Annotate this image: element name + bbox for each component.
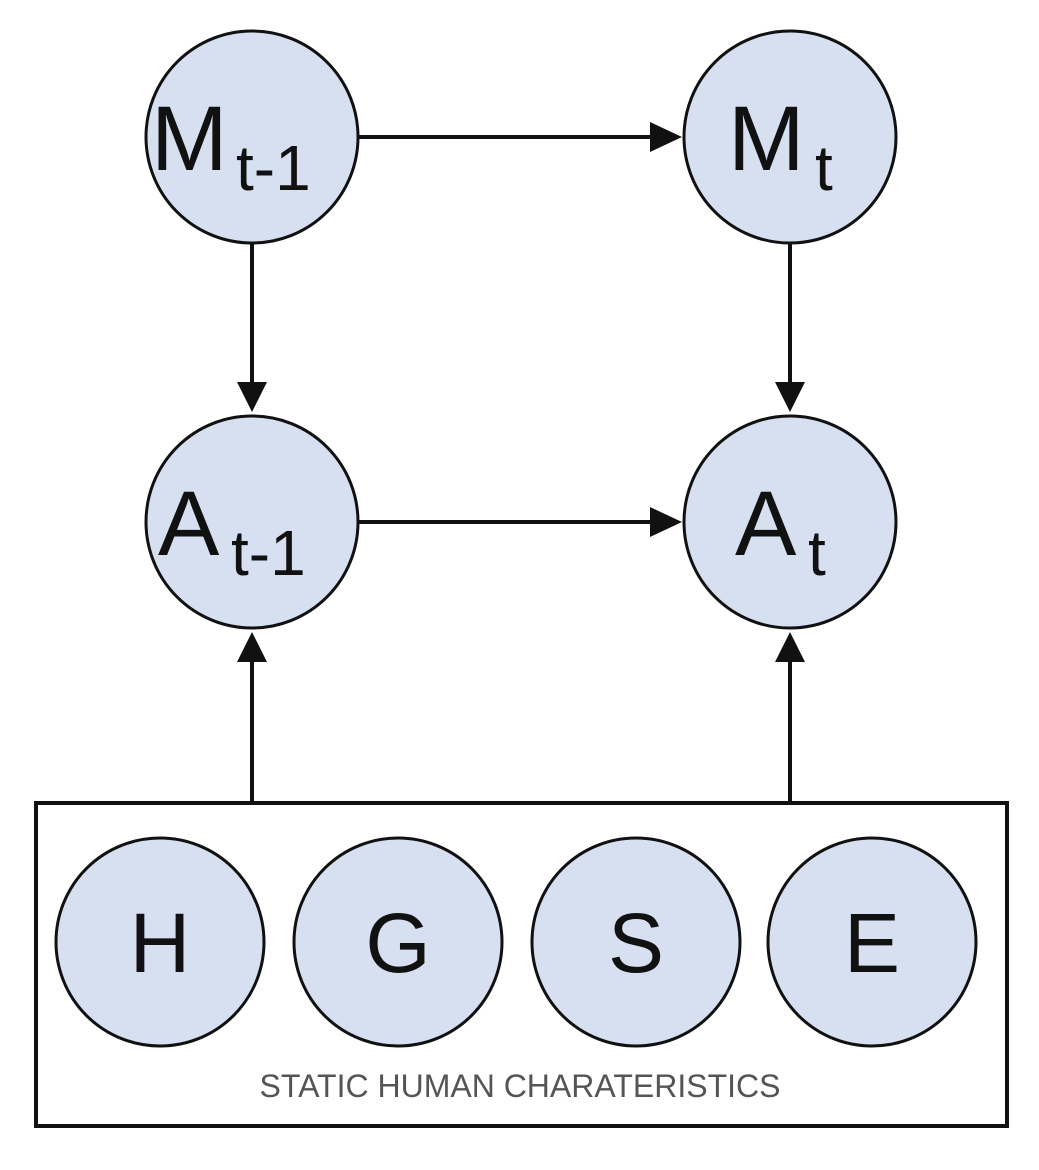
node-e: E	[766, 836, 978, 1048]
node-a-t-minus-1-subscript: t-1	[231, 517, 306, 589]
node-s-label: S	[608, 896, 664, 990]
edge-m-prev-to-a-prev	[237, 244, 267, 412]
node-m-t-minus-1-subscript: t-1	[236, 132, 311, 204]
node-m-t-minus-1: M t-1	[144, 29, 360, 245]
node-e-label: E	[844, 896, 900, 990]
group-label: STATIC HUMAN CHARATERISTICS	[260, 1068, 781, 1104]
node-a-t-minus-1-main: A	[158, 473, 220, 575]
edge-static-to-a-prev	[237, 632, 267, 803]
node-h-label: H	[130, 896, 191, 990]
node-g-label: G	[365, 896, 430, 990]
static-characteristics-group: H G S E STATIC HUMAN CHARATERISTICS	[34, 801, 1009, 1128]
node-a-t-subscript: t	[808, 517, 826, 589]
node-m-t-subscript: t	[815, 132, 833, 204]
edge-static-to-a-curr	[775, 632, 805, 803]
node-m-t-minus-1-main: M	[151, 88, 228, 190]
node-m-t-main: M	[728, 88, 805, 190]
node-h: H	[54, 836, 266, 1048]
edge-m-curr-to-a-curr	[775, 244, 805, 412]
edge-a-prev-to-a-curr	[358, 507, 682, 537]
edge-m-prev-to-m-curr	[358, 122, 682, 152]
node-m-t: M t	[682, 29, 898, 245]
node-a-t-minus-1: A t-1	[144, 414, 360, 630]
node-a-t: A t	[682, 414, 898, 630]
node-s: S	[530, 836, 742, 1048]
node-g: G	[292, 836, 504, 1048]
node-a-t-main: A	[735, 473, 797, 575]
